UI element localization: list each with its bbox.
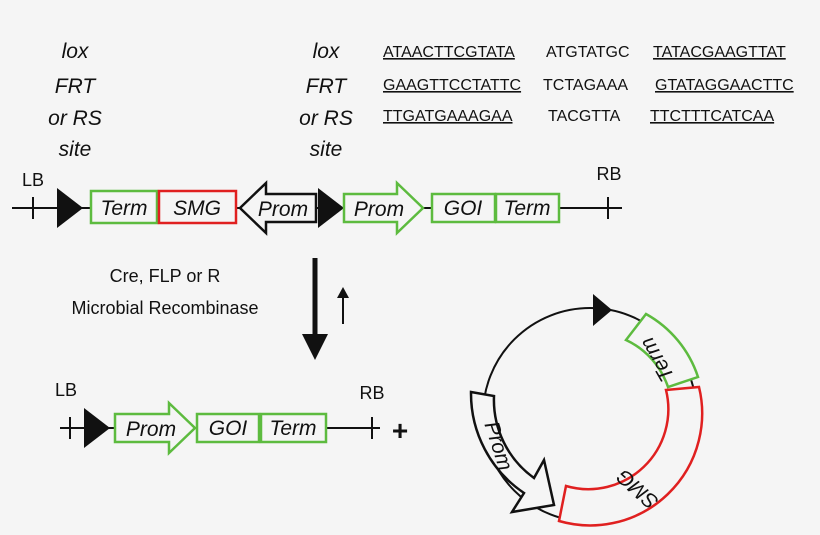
top-smg-label: SMG <box>173 197 221 220</box>
top-prom-label: Prom <box>354 198 404 221</box>
seq-lox-left: ATAACTTCGTATA <box>383 44 515 61</box>
bottom-goi-box <box>195 412 261 444</box>
seq-lox-right: TATACGAAGTTAT <box>653 44 786 61</box>
circle-recombination-site <box>593 294 612 326</box>
top-term2-label: Term <box>503 197 550 220</box>
circle-prom-arrow <box>469 390 556 514</box>
bottom-prom-arrow <box>113 400 197 456</box>
bottom-prom-label: Prom <box>126 418 176 441</box>
circular-product: Prom SMG Term <box>469 294 704 527</box>
recombinase-label-line1: Cre, FLP or R <box>110 266 221 286</box>
seq-rs-right: TTCTTTCATCAA <box>650 108 774 125</box>
site-label-middle: lox FRT or RS site <box>299 40 353 161</box>
seq-lox-spacer: ATGTATGC <box>546 44 630 61</box>
top-rb-label: RB <box>596 164 621 184</box>
bottom-lb-label: LB <box>55 380 77 400</box>
site-label-or-rs: or RS <box>48 107 102 130</box>
plus-sign: + <box>392 415 408 446</box>
top-term1-label: Term <box>100 197 147 220</box>
recombinase-label-line2: Microbial Recombinase <box>71 298 258 318</box>
top-prom-reverse-label: Prom <box>258 198 308 221</box>
recombinase-arrows: Cre, FLP or R Microbial Recombinase <box>71 258 349 360</box>
site-label-left: lox FRT or RS site <box>48 40 102 161</box>
top-prom-reverse-arrow <box>238 180 318 236</box>
sequence-table: ATAACTTCGTATA ATGTATGC TATACGAAGTTAT GAA… <box>383 44 794 125</box>
reverse-arrow-head <box>337 287 349 298</box>
top-lb-label: LB <box>22 170 44 190</box>
top-recombination-site-1 <box>57 188 83 228</box>
site-label-frt: FRT <box>306 75 349 98</box>
top-term1-box <box>89 189 159 225</box>
top-prom-arrow <box>342 180 425 236</box>
site-label-or-rs: or RS <box>299 107 353 130</box>
site-label-lox: lox <box>313 40 341 63</box>
seq-frt-spacer: TCTAGAAA <box>543 77 628 94</box>
site-label-frt: FRT <box>55 75 98 98</box>
bottom-term-box <box>259 412 328 444</box>
top-term2-box <box>494 192 561 224</box>
seq-rs-spacer: TACGTTA <box>548 108 621 125</box>
bottom-construct: LB RB + Prom GOI Term <box>55 380 408 456</box>
top-smg-box <box>157 189 238 225</box>
circle-smg-segment <box>557 385 704 527</box>
top-recombination-site-2 <box>318 188 344 228</box>
seq-frt-right: GTATAGGAACTTC <box>655 77 794 94</box>
circle-term-segment <box>624 312 700 389</box>
top-goi-label: GOI <box>444 197 483 220</box>
site-label-lox: lox <box>62 40 90 63</box>
seq-rs-left: TTGATGAAAGAA <box>383 108 513 125</box>
bottom-rb-label: RB <box>359 383 384 403</box>
bottom-goi-label: GOI <box>209 417 248 440</box>
bottom-term-label: Term <box>269 417 316 440</box>
forward-arrow-head <box>302 334 328 360</box>
site-label-site: site <box>310 138 343 161</box>
seq-frt-left: GAAGTTCCTATTC <box>383 77 521 94</box>
bottom-recombination-site <box>84 408 110 448</box>
top-construct: LB RB Term SMG Prom Prom GOI Term <box>12 164 622 236</box>
site-label-site: site <box>59 138 92 161</box>
